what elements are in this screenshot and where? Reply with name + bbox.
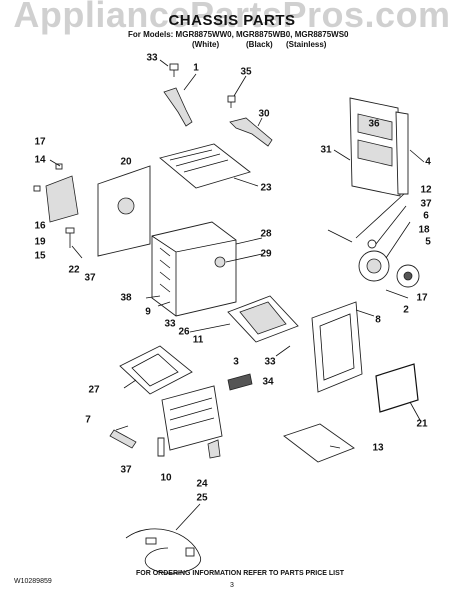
callout-4: 4 (425, 156, 431, 168)
callout-34: 34 (262, 376, 274, 388)
callout-25: 25 (196, 492, 208, 504)
callout-36: 36 (368, 118, 380, 130)
part-door-8 (311, 301, 363, 393)
part-wire-harness-25 (125, 528, 201, 574)
callout-8: 8 (375, 314, 381, 326)
callout-27: 27 (88, 384, 100, 396)
callout-23: 23 (260, 182, 272, 194)
part-fan-assembly (327, 229, 420, 288)
part-bracket-1 (163, 87, 193, 127)
callout-9: 9 (145, 306, 151, 318)
part-gasket-21 (375, 363, 419, 413)
callout-7: 7 (85, 414, 91, 426)
callout-11: 11 (192, 334, 204, 346)
callout-13: 13 (372, 442, 384, 454)
callout-33-top: 33 (146, 52, 158, 64)
callout-35: 35 (240, 66, 252, 78)
models-line: For Models: MGR8875WW0, MGR8875WB0, MGR8… (128, 30, 349, 39)
callout-37-right: 37 (420, 198, 432, 210)
part-back-panel (349, 97, 409, 197)
callout-30: 30 (258, 108, 270, 120)
part-top-plate-23 (159, 143, 251, 189)
callout-17-left: 17 (34, 136, 46, 148)
callout-6: 6 (423, 210, 429, 222)
callout-31: 31 (320, 144, 332, 156)
part-leg-7 (109, 429, 137, 449)
part-lower-cavity (161, 385, 223, 451)
callout-16: 16 (34, 220, 46, 232)
part-bottom-tray-27 (119, 345, 193, 395)
color-stainless: (Stainless) (286, 40, 327, 49)
color-black: (Black) (246, 40, 273, 49)
callout-3: 3 (233, 356, 239, 368)
callout-24: 24 (196, 478, 208, 490)
callout-20: 20 (120, 156, 132, 168)
callout-19: 19 (34, 236, 46, 248)
part-left-bracket (33, 163, 79, 223)
part-leveler (157, 437, 221, 459)
callout-21: 21 (416, 418, 428, 430)
callout-37-left: 37 (84, 272, 96, 284)
part-bracket-30 (229, 117, 273, 147)
part-screw-35 (227, 95, 236, 108)
color-white: (White) (192, 40, 220, 49)
callout-5: 5 (425, 236, 431, 248)
callout-1: 1 (193, 62, 199, 74)
callout-38: 38 (120, 292, 132, 304)
page-number: 3 (230, 582, 234, 589)
callout-14: 14 (34, 154, 46, 166)
page-title: CHASSIS PARTS (168, 12, 296, 29)
callout-17-right: 17 (416, 292, 428, 304)
part-drip-pan-13 (283, 423, 355, 463)
callout-22: 22 (68, 264, 80, 276)
callout-10: 10 (160, 472, 172, 484)
callout-2: 2 (403, 304, 409, 316)
callout-15: 15 (34, 250, 46, 262)
callout-33-mid: 33 (164, 318, 176, 330)
callout-18: 18 (418, 224, 430, 236)
callout-33-low: 33 (264, 356, 276, 368)
callout-29: 29 (260, 248, 272, 260)
callout-26: 26 (178, 326, 190, 338)
callout-37-bottom: 37 (120, 464, 132, 476)
part-element-34 (227, 373, 253, 391)
watermark: AppliancePartsPros.com (13, 0, 451, 35)
doc-number: W10289859 (14, 578, 52, 585)
order-info: FOR ORDERING INFORMATION REFER TO PARTS … (136, 570, 345, 577)
part-screw-33 (169, 63, 179, 77)
part-oven-cavity (151, 221, 237, 317)
callout-28: 28 (260, 228, 272, 240)
part-side-panel-20 (97, 165, 151, 257)
leader-lines (49, 59, 425, 531)
part-door-frame-11 (227, 295, 299, 343)
callout-12: 12 (420, 184, 432, 196)
part-screw-22 (65, 227, 75, 248)
